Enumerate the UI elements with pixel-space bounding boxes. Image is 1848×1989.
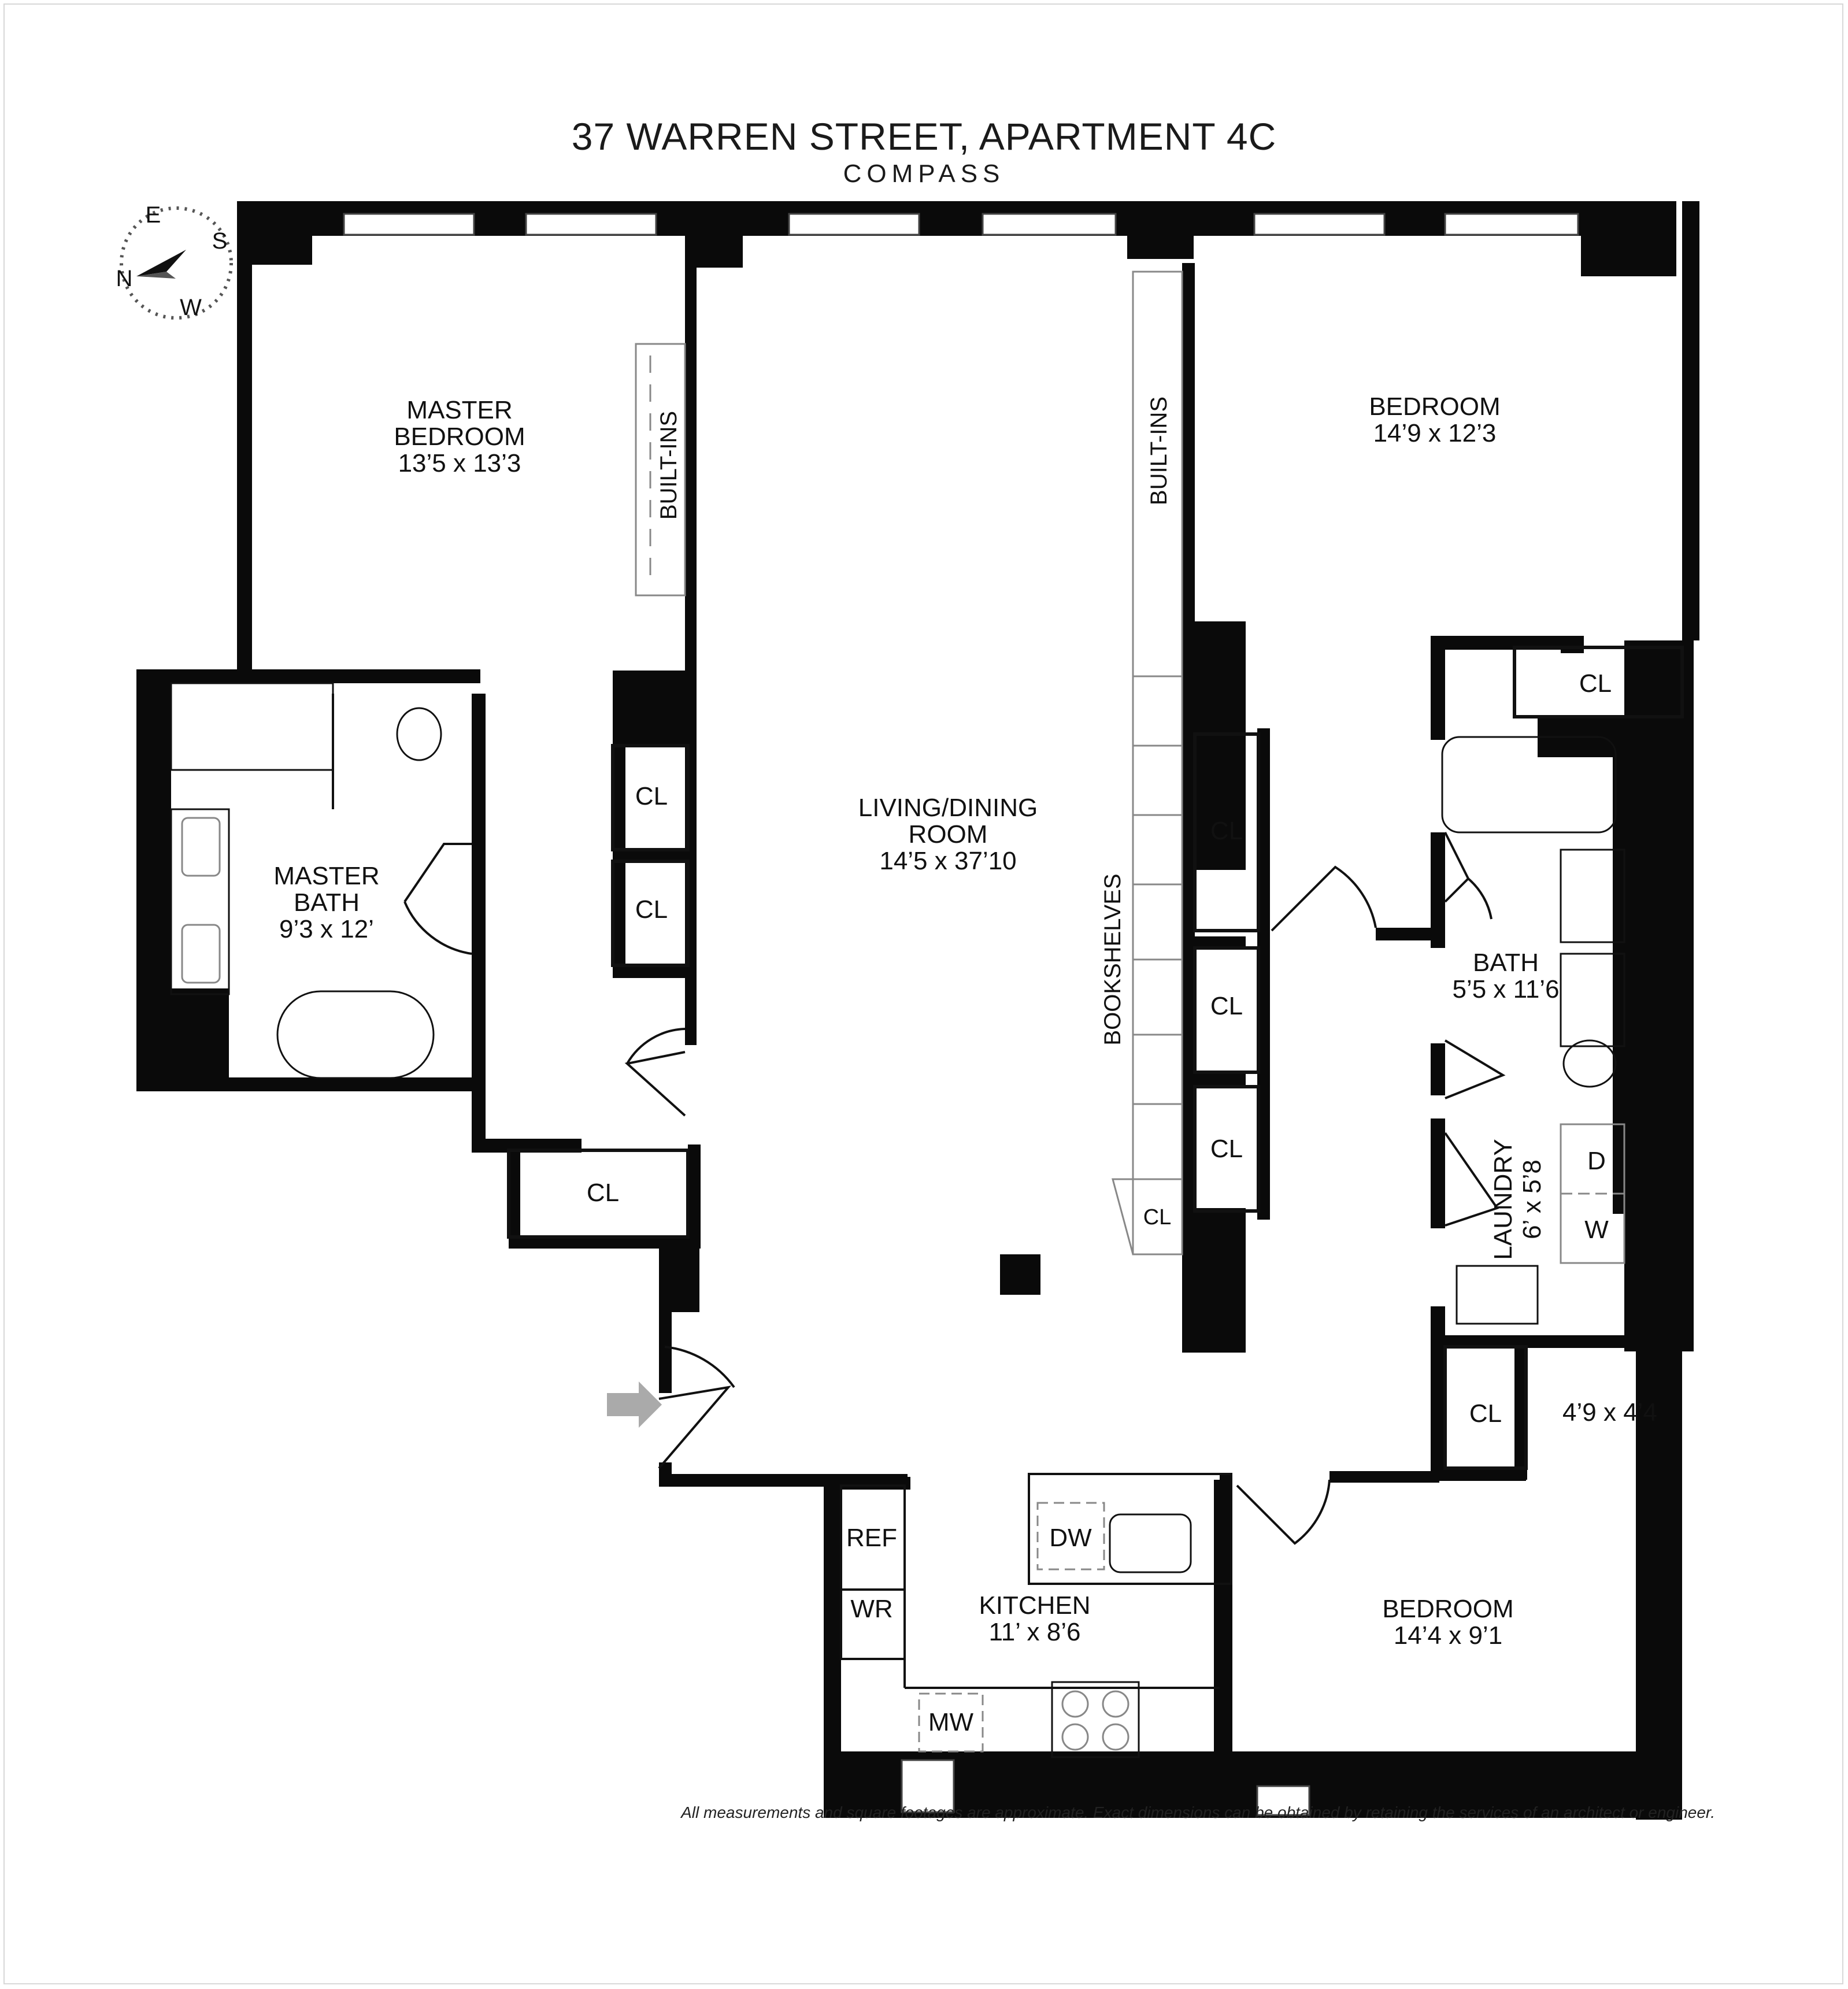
dishwasher-label: DW xyxy=(1049,1524,1092,1552)
compass-rose-icon: E S W N xyxy=(116,202,233,320)
living-size: 14’5 x 37’10 xyxy=(879,847,1016,875)
brand-logo: COMPASS xyxy=(843,160,1005,188)
built-ins-label-1: BUILT-INS xyxy=(656,411,682,520)
closet-label-mb-1: CL xyxy=(635,782,668,810)
entrance-arrow-icon xyxy=(607,1381,662,1428)
master-bedroom-name-2: BEDROOM xyxy=(394,423,525,451)
closet-label-mb-2: CL xyxy=(635,895,668,924)
closet-label-hall: CL xyxy=(587,1179,619,1207)
walls xyxy=(136,201,1699,1820)
master-bath-size: 9’3 x 12’ xyxy=(279,915,374,943)
wine-refrigerator-label: WR xyxy=(850,1595,892,1623)
master-bath-name-1: MASTER xyxy=(273,862,379,890)
laundry-name: LAUNDRY xyxy=(1489,1139,1517,1260)
bookshelves-label: BOOKSHELVES xyxy=(1100,873,1125,1045)
bedroom-se-name: BEDROOM xyxy=(1382,1595,1513,1623)
fixture-labels: CL CL CL CL CL CL CL CL CL BUILT-INS BUI… xyxy=(587,397,1612,1736)
bedroom-ne-size: 14’9 x 12’3 xyxy=(1373,419,1497,447)
closet-label-ne: CL xyxy=(1579,669,1612,698)
compass-south-label: S xyxy=(212,228,228,254)
master-bedroom-size: 13’5 x 13’3 xyxy=(398,449,521,477)
compass-west-label: W xyxy=(180,295,202,320)
master-bedroom-name-1: MASTER xyxy=(406,396,512,424)
laundry-size: 6’ x 5’8 xyxy=(1518,1160,1546,1239)
living-name-2: ROOM xyxy=(909,820,988,849)
bath-name: BATH xyxy=(1473,949,1539,977)
closet-label-lr-3: CL xyxy=(1210,1135,1243,1163)
refrigerator-label: REF xyxy=(846,1524,897,1552)
kitchen-size: 11’ x 8’6 xyxy=(989,1618,1081,1646)
microwave-label: MW xyxy=(928,1708,974,1736)
disclaimer-text: All measurements and square footages are… xyxy=(681,1803,1715,1821)
kitchen-name: KITCHEN xyxy=(979,1591,1090,1620)
doors xyxy=(403,832,1506,1545)
closet-label-bookshelf: CL xyxy=(1143,1205,1172,1229)
windows xyxy=(343,213,1579,1816)
room-labels: MASTER BEDROOM 13’5 x 13’3 MASTER BATH 9… xyxy=(273,392,1657,1650)
small-room-size: 4’9 x 4’4 xyxy=(1562,1398,1657,1427)
bedroom-se-size: 14’4 x 9’1 xyxy=(1394,1621,1502,1650)
closet-label-se: CL xyxy=(1469,1399,1502,1428)
closet-label-lr-1: CL xyxy=(1210,817,1243,845)
page-title: 37 WARREN STREET, APARTMENT 4C xyxy=(571,115,1277,158)
compass-east-label: E xyxy=(146,202,161,228)
built-ins-outline xyxy=(170,271,1684,1758)
bath-size: 5’5 x 11’6 xyxy=(1452,975,1559,1003)
master-bath-name-2: BATH xyxy=(294,888,360,917)
closet-label-lr-2: CL xyxy=(1210,992,1243,1020)
compass-north-label: N xyxy=(116,266,133,291)
page-frame xyxy=(3,3,1843,1984)
bedroom-ne-name: BEDROOM xyxy=(1369,392,1500,421)
washer-label: W xyxy=(1584,1216,1609,1244)
dryer-label: D xyxy=(1587,1147,1606,1175)
built-ins-label-2: BUILT-INS xyxy=(1146,397,1172,505)
living-name-1: LIVING/DINING xyxy=(858,794,1038,822)
